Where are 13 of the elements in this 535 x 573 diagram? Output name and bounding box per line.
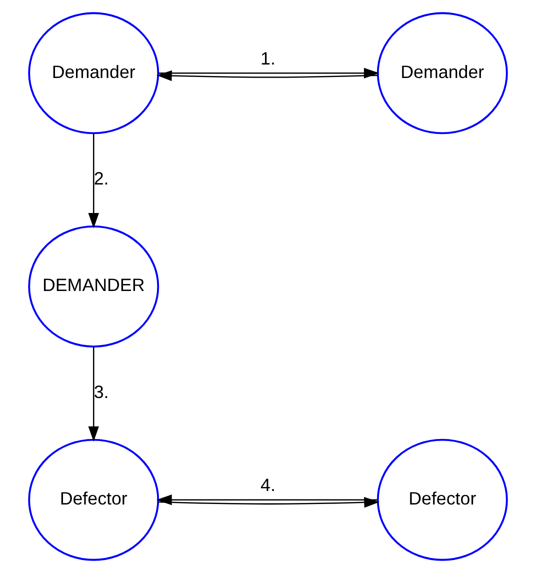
arrow xyxy=(88,347,98,442)
arrow xyxy=(88,134,98,228)
node-circle: DEMANDER xyxy=(28,226,159,348)
edge-label: 3. xyxy=(93,382,108,402)
node-circle: Demander xyxy=(376,12,508,134)
node-circle: Defector xyxy=(376,438,508,561)
arrow xyxy=(156,70,378,82)
edge-label: 2. xyxy=(93,168,108,189)
node-circle: Demander xyxy=(28,12,159,134)
edge-label: 1. xyxy=(260,48,275,68)
node-circle: Defector xyxy=(28,438,159,561)
edge-label: 4. xyxy=(260,475,275,496)
arrow xyxy=(156,494,377,506)
